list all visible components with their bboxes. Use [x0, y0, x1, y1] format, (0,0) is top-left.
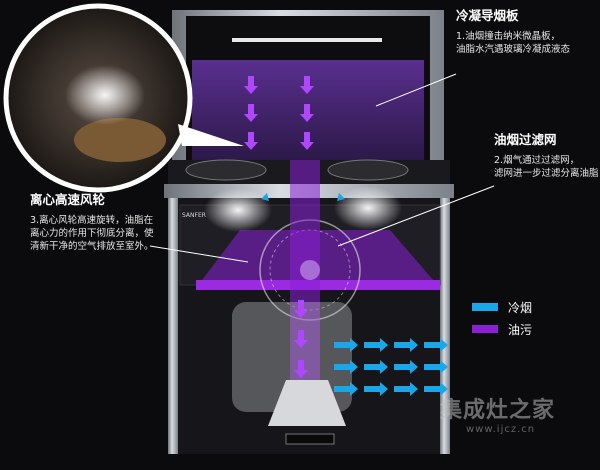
- filter-label: 油烟过滤网 2.烟气通过过滤网， 滤网进一步过滤分离油脂: [494, 132, 599, 181]
- left-burner: [185, 159, 267, 181]
- outlet-funnel: [268, 380, 346, 426]
- filter-title: 油烟过滤网: [494, 132, 557, 147]
- inset-steam: [65, 65, 145, 125]
- outlet-handle: [285, 433, 335, 445]
- smoke-cloud-left: [204, 188, 272, 232]
- watermark-title: 集成灶之家: [440, 398, 556, 423]
- filter-desc-2: 滤网进一步过滤分离油脂: [494, 167, 599, 179]
- condensation-desc-1: 1.油烟撞击纳米微晶板，: [456, 30, 561, 42]
- fan-desc-1: 3.离心风轮高速旋转，油脂在: [30, 214, 154, 226]
- condensation-desc-2: 油脂水汽遇玻璃冷凝成液态: [456, 43, 571, 55]
- brand-badge: SANFER: [182, 212, 206, 219]
- fan-desc-3: 清新干净的空气排放至室外。: [30, 240, 154, 252]
- right-burner: [327, 159, 409, 181]
- central-duct: [290, 160, 320, 390]
- cabinet-left-rail: [168, 198, 178, 454]
- legend: 冷烟 油污: [472, 296, 532, 340]
- condensation-title: 冷凝导烟板: [456, 8, 519, 23]
- fan-label: 离心高速风轮 3.离心风轮高速旋转，油脂在 离心力的作用下彻底分离，使 清新干净…: [30, 192, 154, 253]
- wok-food: [74, 118, 166, 162]
- cabinet-right-rail: [440, 198, 450, 454]
- leader-condensation: [375, 73, 457, 107]
- leader-fan: [149, 245, 249, 263]
- watermark-url: www.ijcz.cn: [466, 424, 536, 435]
- fan-desc-2: 离心力的作用下彻底分离，使: [30, 227, 154, 239]
- top-vent-slot: [232, 38, 382, 42]
- watermark: 集成灶之家 www.ijcz.cn: [440, 392, 555, 435]
- cold-smoke-arrows: [254, 186, 448, 396]
- oil-arrows-glass: [244, 76, 314, 378]
- legend-label-oil: 油污: [508, 322, 533, 337]
- fan-title: 离心高速风轮: [30, 192, 106, 207]
- leader-filter: [337, 185, 495, 247]
- legend-swatch-cold-smoke: [472, 303, 498, 311]
- legend-item-cold-smoke: 冷烟: [472, 296, 532, 318]
- legend-swatch-oil: [472, 325, 498, 333]
- condensation-label: 冷凝导烟板 1.油烟撞击纳米微晶板， 油脂水汽遇玻璃冷凝成液态: [456, 8, 570, 57]
- filter-desc-1: 2.烟气通过过滤网，: [494, 154, 580, 166]
- legend-label-cold-smoke: 冷烟: [508, 300, 533, 315]
- legend-item-oil: 油污: [472, 318, 532, 340]
- smoke-cloud-right: [334, 186, 402, 230]
- inset-pointer: [178, 124, 244, 146]
